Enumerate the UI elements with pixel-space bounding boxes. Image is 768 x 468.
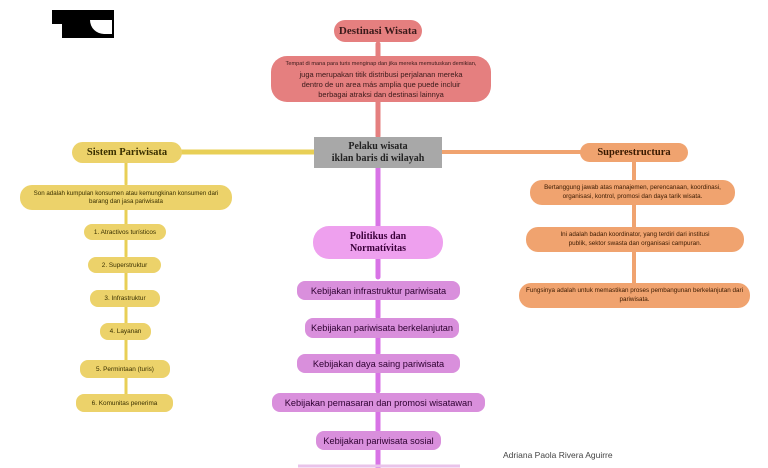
sistem-description: Son adalah kumpulan konsumen atau kemung…: [20, 185, 232, 210]
superestructura-title: Superestructura: [580, 143, 688, 162]
politikus-title: Politikus dan Normatívitas: [313, 226, 443, 259]
destinasi-desc-line: berbagai atraksi dan destinasi lainnya: [318, 89, 444, 99]
politikus-item: Kebijakan pemasaran dan promosi wisatawa…: [272, 393, 485, 412]
destinasi-desc-small: Tempat di mana para turis menginap dan j…: [285, 60, 477, 67]
sistem-item: 2. Superstruktur: [88, 257, 161, 273]
destinasi-title: Destinasi Wisata: [334, 20, 422, 42]
politikus-item: Kebijakan pariwisata sosial: [316, 431, 441, 450]
super-desc-line: Ini adalah badan koordinator, yang terdi…: [560, 231, 710, 238]
super-desc-line: pariwisata.: [619, 295, 650, 303]
center-line: iklan baris di wilayah: [331, 152, 425, 164]
sistem-item: 6. Komunitas penerima: [76, 394, 173, 412]
sistem-item: 1. Atractivos turísticos: [84, 224, 166, 240]
sistem-item: 5. Permintaan (turis): [80, 360, 170, 378]
logo-cutout: [22, 24, 62, 40]
politikus-item: Kebijakan daya saing pariwisata: [297, 354, 460, 373]
politikus-item: Kebijakan pariwisata berkelanjutan: [305, 318, 459, 338]
sistem-item: 4. Layanan: [100, 323, 151, 340]
politikus-title-line: Normatívitas: [349, 242, 407, 254]
destinasi-desc-line: dentro de un area más amplia que puede i…: [301, 79, 461, 89]
politikus-title-line: Politikus dan: [349, 230, 407, 242]
superestructura-desc-3: Fungsinya adalah untuk memastikan proses…: [519, 283, 750, 308]
superestructura-desc-2: Ini adalah badan koordinator, yang terdi…: [526, 227, 744, 252]
author-name: Adriana Paola Rivera Aguirre: [503, 450, 613, 460]
politikus-item: Kebijakan infrastruktur pariwisata: [297, 281, 460, 300]
logo-corner-shape: [90, 20, 112, 34]
center-line: Pelaku wisata: [348, 140, 408, 152]
destinasi-desc-line: juga merupakan titik distribusi perjalan…: [299, 69, 463, 79]
sistem-desc-line: Son adalah kumpulan konsumen atau kemung…: [33, 189, 219, 197]
superestructura-desc-1: Bertanggung jawab atas manajemen, perenc…: [530, 180, 735, 205]
super-desc-line: Fungsinya adalah untuk memastikan proses…: [525, 287, 744, 294]
destinasi-description: Tempat di mana para turis menginap dan j…: [271, 56, 491, 102]
sistem-item: 3. Infrastruktur: [90, 290, 160, 307]
super-desc-line: Bertanggung jawab atas manajemen, perenc…: [544, 184, 721, 191]
super-desc-line: publik, sektor swasta dan organisasi cam…: [568, 239, 702, 247]
sistem-desc-line: barang dan jasa pariwisata: [89, 197, 163, 205]
center-node: Pelaku wisata iklan baris di wilayah: [314, 137, 442, 168]
super-desc-line: organisasi, kontrol, promosi dan daya ta…: [562, 192, 703, 200]
sistem-title: Sistem Pariwisata: [72, 142, 182, 163]
